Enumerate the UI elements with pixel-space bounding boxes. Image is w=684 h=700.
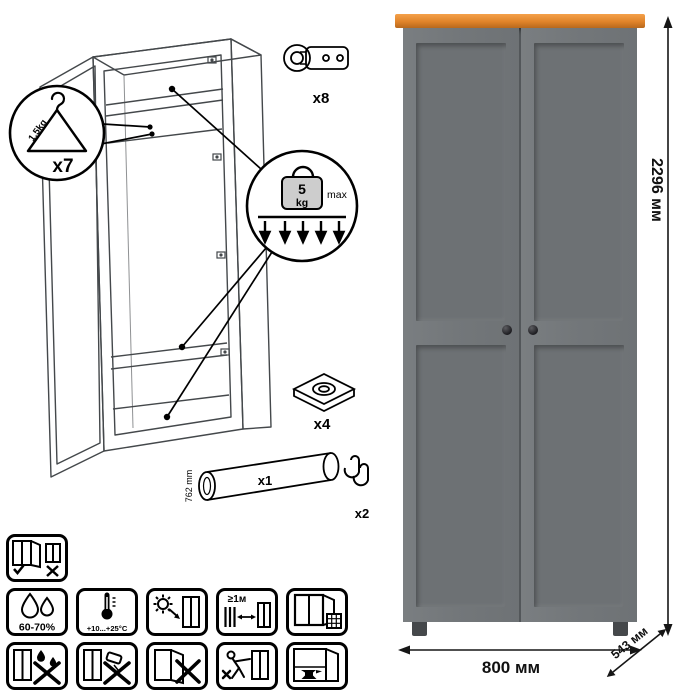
hinge-icon <box>283 44 349 72</box>
depth-arrow <box>612 633 661 673</box>
hanger-icon <box>26 91 88 153</box>
load-value-label: 5 <box>298 181 306 197</box>
assembly-diagram: 1.5kg x7 5 kg max <box>8 38 369 521</box>
left-door-knob <box>502 325 512 335</box>
hanger-callout: 1.5kg x7 <box>8 84 106 182</box>
weight-icon <box>281 165 323 210</box>
humidity-care-icon: 60-70% <box>6 588 68 636</box>
load-arrows <box>258 221 346 245</box>
no-door-force-care-icon <box>146 642 208 690</box>
sunlight-care-icon <box>146 588 208 636</box>
hinge-part: x8 <box>283 44 349 107</box>
hinge-marks <box>207 56 230 356</box>
hooks-part: x2 <box>343 455 369 521</box>
no-abrasive-care-icon <box>76 642 138 690</box>
foot-part: x4 <box>291 372 357 433</box>
hook-icon <box>343 455 369 487</box>
heater-distance-label: ≥1м <box>228 594 246 605</box>
load-unit-label: kg <box>296 197 308 209</box>
right-door-knob <box>528 325 538 335</box>
level-install-care-icon <box>6 534 68 582</box>
wardrobe-right-door <box>521 28 637 622</box>
humidity-label: 60-70% <box>19 622 56 634</box>
hook-count-label: x2 <box>355 506 369 521</box>
care-pictogram-grid: 60-70% +10...+25°С <box>4 534 356 696</box>
wardrobe-body <box>403 28 637 622</box>
hanger-leaders <box>100 123 153 145</box>
foot-count-label: x4 <box>314 416 331 433</box>
left-door-lower-panel <box>416 345 506 607</box>
ventilation-care-icon <box>286 588 348 636</box>
rod-icon <box>198 452 340 501</box>
no-drag-care-icon <box>216 642 278 690</box>
hinge-count-label: x8 <box>313 90 330 107</box>
wardrobe-render <box>395 14 645 636</box>
height-dimension-label: 2296 мм <box>648 158 665 222</box>
wardrobe-left-foot <box>412 622 427 636</box>
shelf-load-callout: 5 kg max <box>245 149 359 263</box>
temperature-care-icon: +10...+25°С <box>76 588 138 636</box>
no-water-care-icon <box>6 642 68 690</box>
wardrobe-wireframe <box>39 38 272 478</box>
foot-icon <box>291 372 357 413</box>
right-door-lower-panel <box>534 345 624 607</box>
width-dimension-label: 800 мм <box>482 658 540 677</box>
no-heavy-load-care-icon <box>286 642 348 690</box>
load-leaders <box>166 88 273 418</box>
rod-length-label: 762 mm <box>184 470 194 503</box>
hanger-count-label: x7 <box>52 156 73 177</box>
rod-count-label: x1 <box>258 473 272 488</box>
heater-distance-care-icon: ≥1м <box>216 588 278 636</box>
wardrobe-right-foot <box>613 622 628 636</box>
left-door-upper-panel <box>416 43 506 321</box>
wardrobe-left-door <box>403 28 519 622</box>
right-door-upper-panel <box>534 43 624 321</box>
temperature-label: +10...+25°С <box>87 624 128 633</box>
load-max-label: max <box>327 189 348 201</box>
wardrobe-top-board <box>395 14 645 28</box>
rod-part: x1 762 mm <box>184 452 340 503</box>
